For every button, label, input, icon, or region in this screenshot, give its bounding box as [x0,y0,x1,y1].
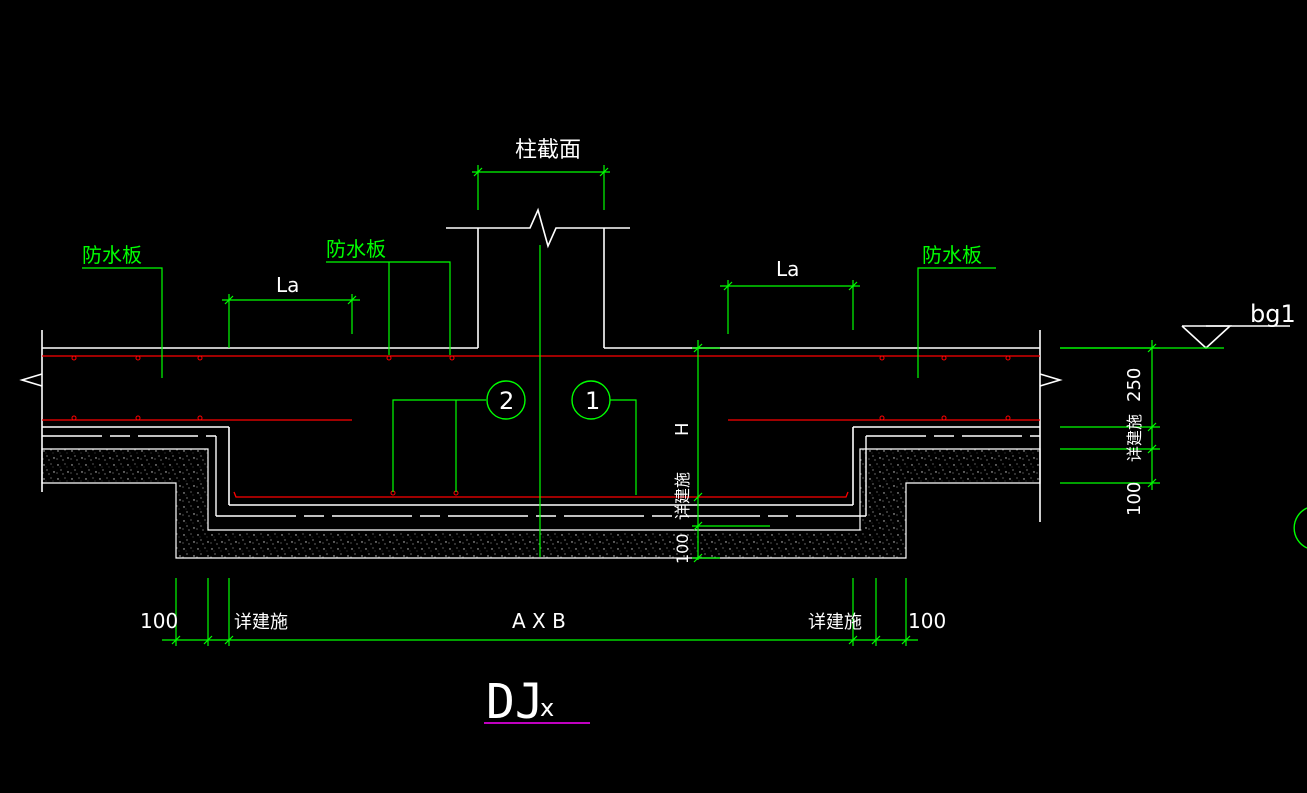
column-section-label: 柱截面 [515,138,581,163]
see-arch-right-label: 详建施 [1125,414,1144,462]
dim-100-right-label: 100 [1124,482,1145,516]
title-sub: x [540,694,554,722]
rebar-mark-2-label: 2 [499,387,514,415]
waterproof-membrane [42,435,1040,517]
see-arch-bottom-right-label: 详建施 [808,612,862,633]
see-arch-bottom-left-label: 详建施 [234,612,288,633]
waterproof-label-mid: 防水板 [326,237,386,261]
dim-100-center-label: 100 [673,533,692,564]
la-label-right: La [776,257,799,281]
rebar-dots [71,355,1011,496]
h-label: H [672,422,693,436]
axb-label: A X B [512,609,566,633]
rebar-mark-1 [571,380,611,420]
dim-250-label: 250 [1124,368,1145,402]
dim-100-bottom-right-label: 100 [908,609,946,633]
edge-circle-fragment [1293,507,1307,549]
elevation-label: bg1 [1250,300,1296,328]
waterproof-label-left: 防水板 [82,243,142,267]
la-label-left: La [276,273,299,297]
concrete-cushion [41,448,1041,559]
title-main: DJ [486,674,544,730]
see-arch-center-label: 详建施 [673,472,692,520]
foundation-outline [19,207,1290,522]
waterproof-label-right: 防水板 [922,243,982,267]
rebar-lines [42,355,1040,498]
dim-100-bottom-left-label: 100 [140,609,178,633]
rebar-mark-2 [486,380,526,420]
rebar-mark-1-label: 1 [585,387,600,415]
dimension-lines [82,165,1224,646]
